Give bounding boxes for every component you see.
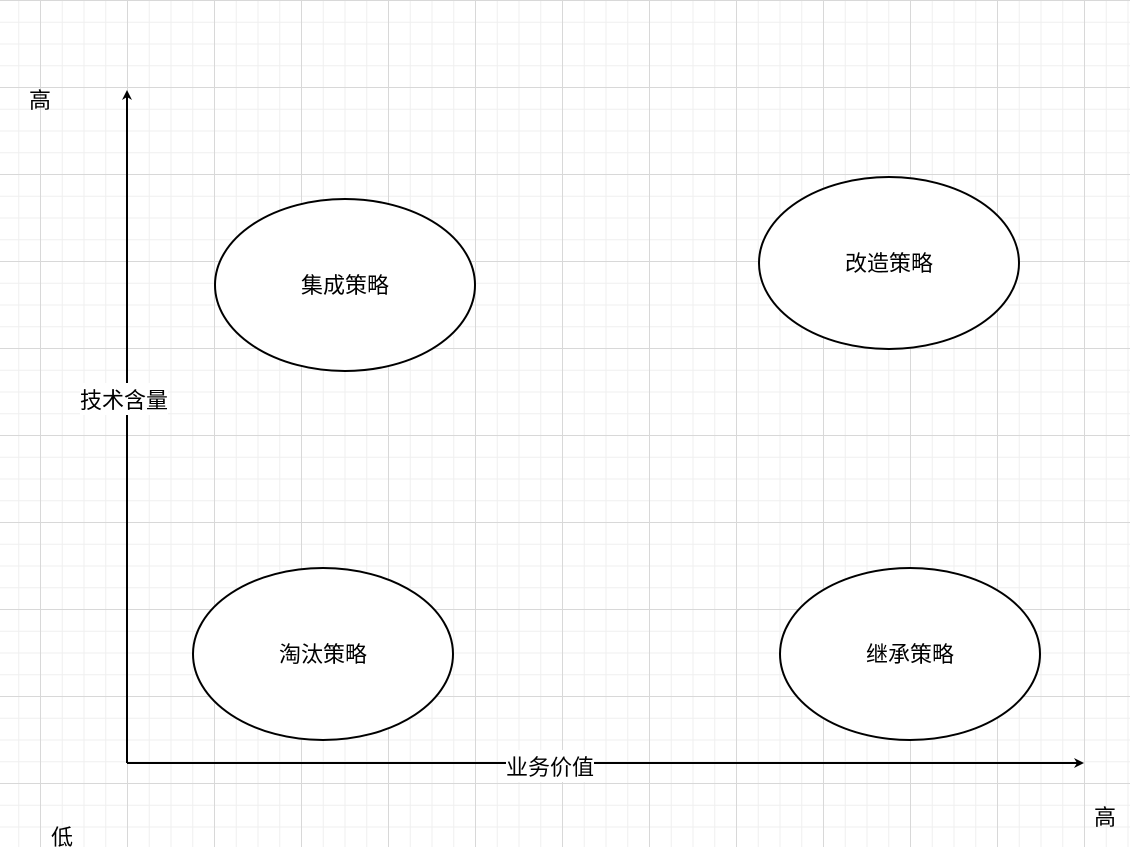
origin-low-label: 低 <box>50 826 74 851</box>
x-axis-title: 业务价值 <box>505 750 595 782</box>
quadrant-label-inheritance: 继承策略 <box>865 643 955 668</box>
y-axis-high-label: 高 <box>28 89 52 114</box>
x-axis-high-label: 高 <box>1093 806 1117 831</box>
ellipse-inheritance[interactable] <box>779 567 1041 741</box>
quadrant-label-elimination: 淘汰策略 <box>278 643 368 668</box>
quadrant-label-transformation: 改造策略 <box>844 252 934 277</box>
y-axis-title: 技术含量 <box>79 383 169 415</box>
quadrant-label-integration: 集成策略 <box>300 274 390 299</box>
ellipse-integration[interactable] <box>214 198 476 372</box>
ellipse-elimination[interactable] <box>192 567 454 741</box>
ellipse-transformation[interactable] <box>758 176 1020 350</box>
